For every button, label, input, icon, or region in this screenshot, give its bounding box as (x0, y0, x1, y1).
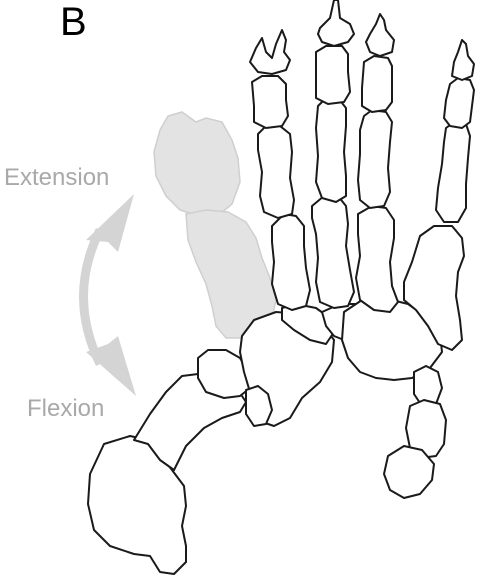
distal-phalanx-4-bone (452, 40, 474, 80)
ghost-talus-head (154, 112, 240, 216)
middle-phalanx-4-bone (444, 78, 474, 128)
metatarsal-1-bone (272, 214, 310, 310)
extension-flexion-arrow (79, 194, 136, 396)
metatarsal-3-bone (356, 206, 398, 312)
proximal-phalanx-3-bone (358, 110, 392, 208)
middle-phalanx-3-bone (362, 56, 392, 112)
proximal-phalanx-1-bone (258, 126, 294, 218)
panel-label: B (60, 0, 87, 44)
proximal-phalanx-4-bone (436, 122, 470, 222)
fifth-ray-distal-bone (384, 446, 434, 498)
distal-phalanx-2-bone (318, 0, 354, 46)
metatarsal-2-bone (312, 196, 354, 308)
extension-label: Extension (4, 164, 109, 192)
middle-phalanx-1-bone (252, 76, 288, 128)
flexion-label: Flexion (27, 395, 104, 423)
distal-phalanx-3-bone (366, 14, 394, 56)
arrow-shaft (79, 228, 104, 366)
middle-phalanx-2-bone (316, 46, 350, 104)
proximal-phalanx-2-bone (316, 98, 346, 202)
distal-phalanx-1-bone (250, 30, 290, 74)
